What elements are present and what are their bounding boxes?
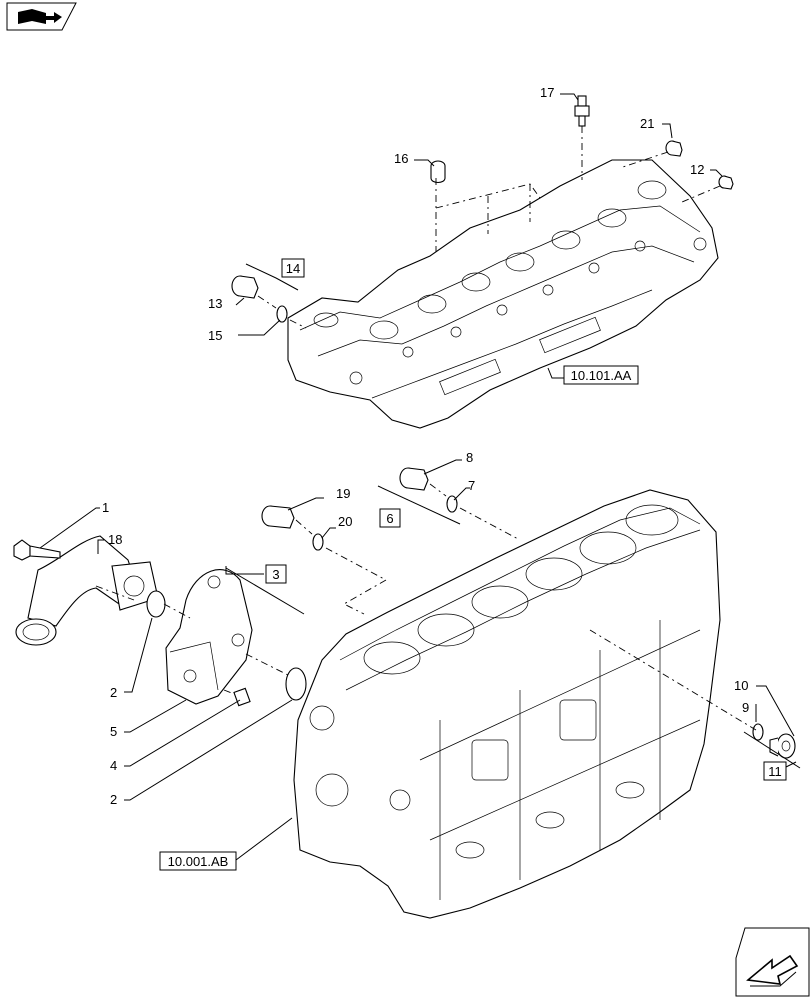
callout-numbers: 1 18 2 5 4 2 19 20 8 7 13 15 16 17 21 12… (102, 85, 749, 807)
next-page-arrow-icon[interactable] (735, 927, 810, 997)
o-ring-15 (276, 305, 288, 323)
water-outlet-elbow (15, 535, 159, 646)
sensor-17 (574, 95, 590, 127)
callout-8[interactable]: 8 (466, 450, 473, 465)
assembly-paths (95, 126, 757, 731)
plug-21 (665, 140, 683, 157)
callout-19[interactable]: 19 (336, 486, 350, 501)
plug-13 (231, 275, 259, 299)
plug-16 (430, 160, 446, 184)
cylinder-head (287, 159, 719, 429)
plug-19 (261, 505, 295, 529)
reference-box-10-001-ab[interactable]: 10.001.AB (159, 851, 237, 871)
callout-box-3[interactable]: 3 (265, 564, 287, 584)
plug-8 (399, 467, 429, 491)
pin (233, 687, 251, 707)
callout-11: 11 (768, 764, 782, 779)
leader-lines (39, 93, 801, 861)
callout-12[interactable]: 12 (690, 162, 704, 177)
callout-9[interactable]: 9 (742, 700, 749, 715)
reference-label-10-101-aa: 10.101.AA (571, 368, 632, 383)
callout-21[interactable]: 21 (640, 116, 654, 131)
o-ring-20 (312, 533, 324, 551)
callout-5[interactable]: 5 (110, 724, 117, 739)
callout-1[interactable]: 1 (102, 500, 109, 515)
callout-20[interactable]: 20 (338, 514, 352, 529)
callout-box-14[interactable]: 14 (281, 258, 305, 278)
callout-2b[interactable]: 2 (110, 792, 117, 807)
cylinder-block (293, 489, 721, 919)
bolt (13, 539, 61, 561)
callout-3: 3 (272, 567, 279, 582)
o-ring-2a (146, 590, 166, 618)
callout-7[interactable]: 7 (468, 478, 475, 493)
book-arrow-icon[interactable] (6, 2, 77, 31)
callout-4[interactable]: 4 (110, 758, 117, 773)
callout-box-6[interactable]: 6 (379, 508, 401, 528)
callout-18[interactable]: 18 (108, 532, 122, 547)
callout-6: 6 (386, 511, 393, 526)
callout-16[interactable]: 16 (394, 151, 408, 166)
callout-13[interactable]: 13 (208, 296, 222, 311)
reference-box-10-101-aa[interactable]: 10.101.AA (563, 365, 639, 385)
callout-2a[interactable]: 2 (110, 685, 117, 700)
reference-label-10-001-ab: 10.001.AB (168, 854, 229, 869)
callout-15[interactable]: 15 (208, 328, 222, 343)
plug-10 (769, 733, 796, 759)
callout-17[interactable]: 17 (540, 85, 554, 100)
o-ring-9 (752, 723, 764, 741)
callout-box-11[interactable]: 11 (763, 761, 787, 781)
thermostat-housing (165, 569, 253, 705)
callout-10[interactable]: 10 (734, 678, 748, 693)
o-ring-2b (285, 667, 307, 701)
callout-14: 14 (286, 261, 300, 276)
plug-12 (718, 175, 734, 190)
